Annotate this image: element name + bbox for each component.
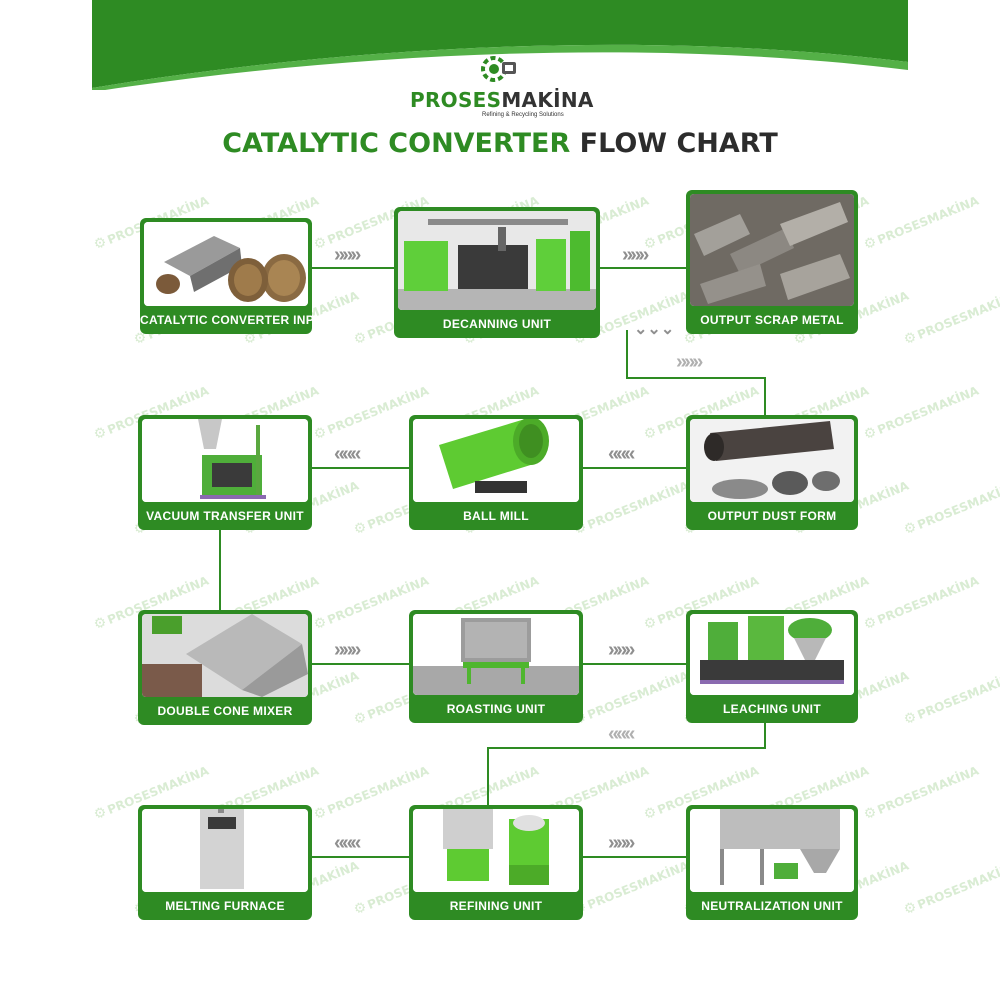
node-label: ROASTING UNIT: [446, 702, 546, 716]
node-label: OUTPUT DUST FORM: [707, 509, 837, 523]
node-double-cone-mixer: DOUBLE CONE MIXER: [138, 610, 312, 725]
flow-arrow-right: »»»: [622, 244, 649, 266]
node-label: VACUUM TRANSFER UNIT: [146, 509, 304, 523]
header-banner: [92, 0, 908, 90]
leaching-unit-image: [690, 614, 854, 695]
flow-arrow-left: «««: [608, 443, 635, 465]
node-label: MELTING FURNACE: [165, 899, 285, 913]
node-roasting-unit: ROASTING UNIT: [409, 610, 583, 723]
dust-form-image: [690, 419, 854, 502]
brand-name-part1: PROSES: [410, 88, 502, 112]
node-catalytic-converter-input: CATALYTIC CONVERTER INPUT: [140, 218, 331, 334]
node-neutralization-unit: NEUTRALIZATION UNIT: [686, 805, 858, 920]
ball-mill-image: [413, 419, 579, 502]
brand-logo: PROSESMAKİNA Refining & Recycling Soluti…: [410, 52, 594, 122]
page-title: CATALYTIC CONVERTER FLOW CHART: [0, 128, 1000, 159]
flow-arrow-down: ⌄⌄⌄: [634, 321, 675, 338]
double-cone-mixer-image: [142, 614, 308, 697]
node-refining-unit: REFINING UNIT: [409, 805, 583, 920]
gear-icon: [481, 56, 516, 82]
node-label: LEACHING UNIT: [723, 702, 821, 716]
brand-tagline: Refining & Recycling Solutions: [482, 112, 564, 118]
brand-name-part2: MAKİNA: [501, 88, 594, 112]
node-leaching-unit: LEACHING UNIT: [686, 610, 858, 723]
catalytic-converter-image: [144, 222, 308, 306]
melting-furnace-image: [142, 809, 308, 892]
node-melting-furnace: MELTING FURNACE: [138, 805, 312, 920]
flow-arrow-right: »»»: [608, 832, 635, 854]
decanning-unit-image: [398, 211, 596, 310]
neutralization-unit-image: [690, 809, 854, 892]
node-decanning-unit: DECANNING UNIT: [394, 207, 600, 338]
node-label: DECANNING UNIT: [442, 317, 552, 331]
flow-arrow-right: »»»: [334, 639, 361, 661]
node-label: REFINING UNIT: [449, 899, 543, 913]
page-title-part1: CATALYTIC CONVERTER: [222, 128, 571, 159]
scrap-metal-image: [690, 194, 854, 306]
refining-unit-image: [413, 809, 579, 892]
node-vacuum-transfer-unit: VACUUM TRANSFER UNIT: [138, 415, 312, 530]
vacuum-transfer-unit-image: [142, 419, 308, 502]
flow-arrow-left: «««: [334, 832, 361, 854]
node-output-scrap-metal: OUTPUT SCRAP METAL: [686, 190, 858, 334]
brand-name: PROSESMAKİNA: [410, 88, 594, 112]
node-label: CATALYTIC CONVERTER INPUT: [140, 313, 331, 327]
node-label: DOUBLE CONE MIXER: [157, 704, 293, 718]
flow-arrow-right: »»»: [608, 639, 635, 661]
node-output-dust-form: OUTPUT DUST FORM: [686, 415, 858, 530]
flow-arrow-right: »»»: [334, 244, 361, 266]
flow-arrow-left: «««: [334, 443, 361, 465]
node-label: NEUTRALIZATION UNIT: [701, 899, 843, 913]
node-label: BALL MILL: [463, 509, 529, 523]
flow-arrow-right: »»»: [676, 351, 703, 373]
node-label: OUTPUT SCRAP METAL: [700, 313, 844, 327]
node-ball-mill: BALL MILL: [409, 415, 583, 530]
roasting-unit-image: [413, 614, 579, 695]
page-title-part2: FLOW CHART: [579, 128, 778, 159]
flow-arrow-left: «««: [608, 723, 635, 745]
